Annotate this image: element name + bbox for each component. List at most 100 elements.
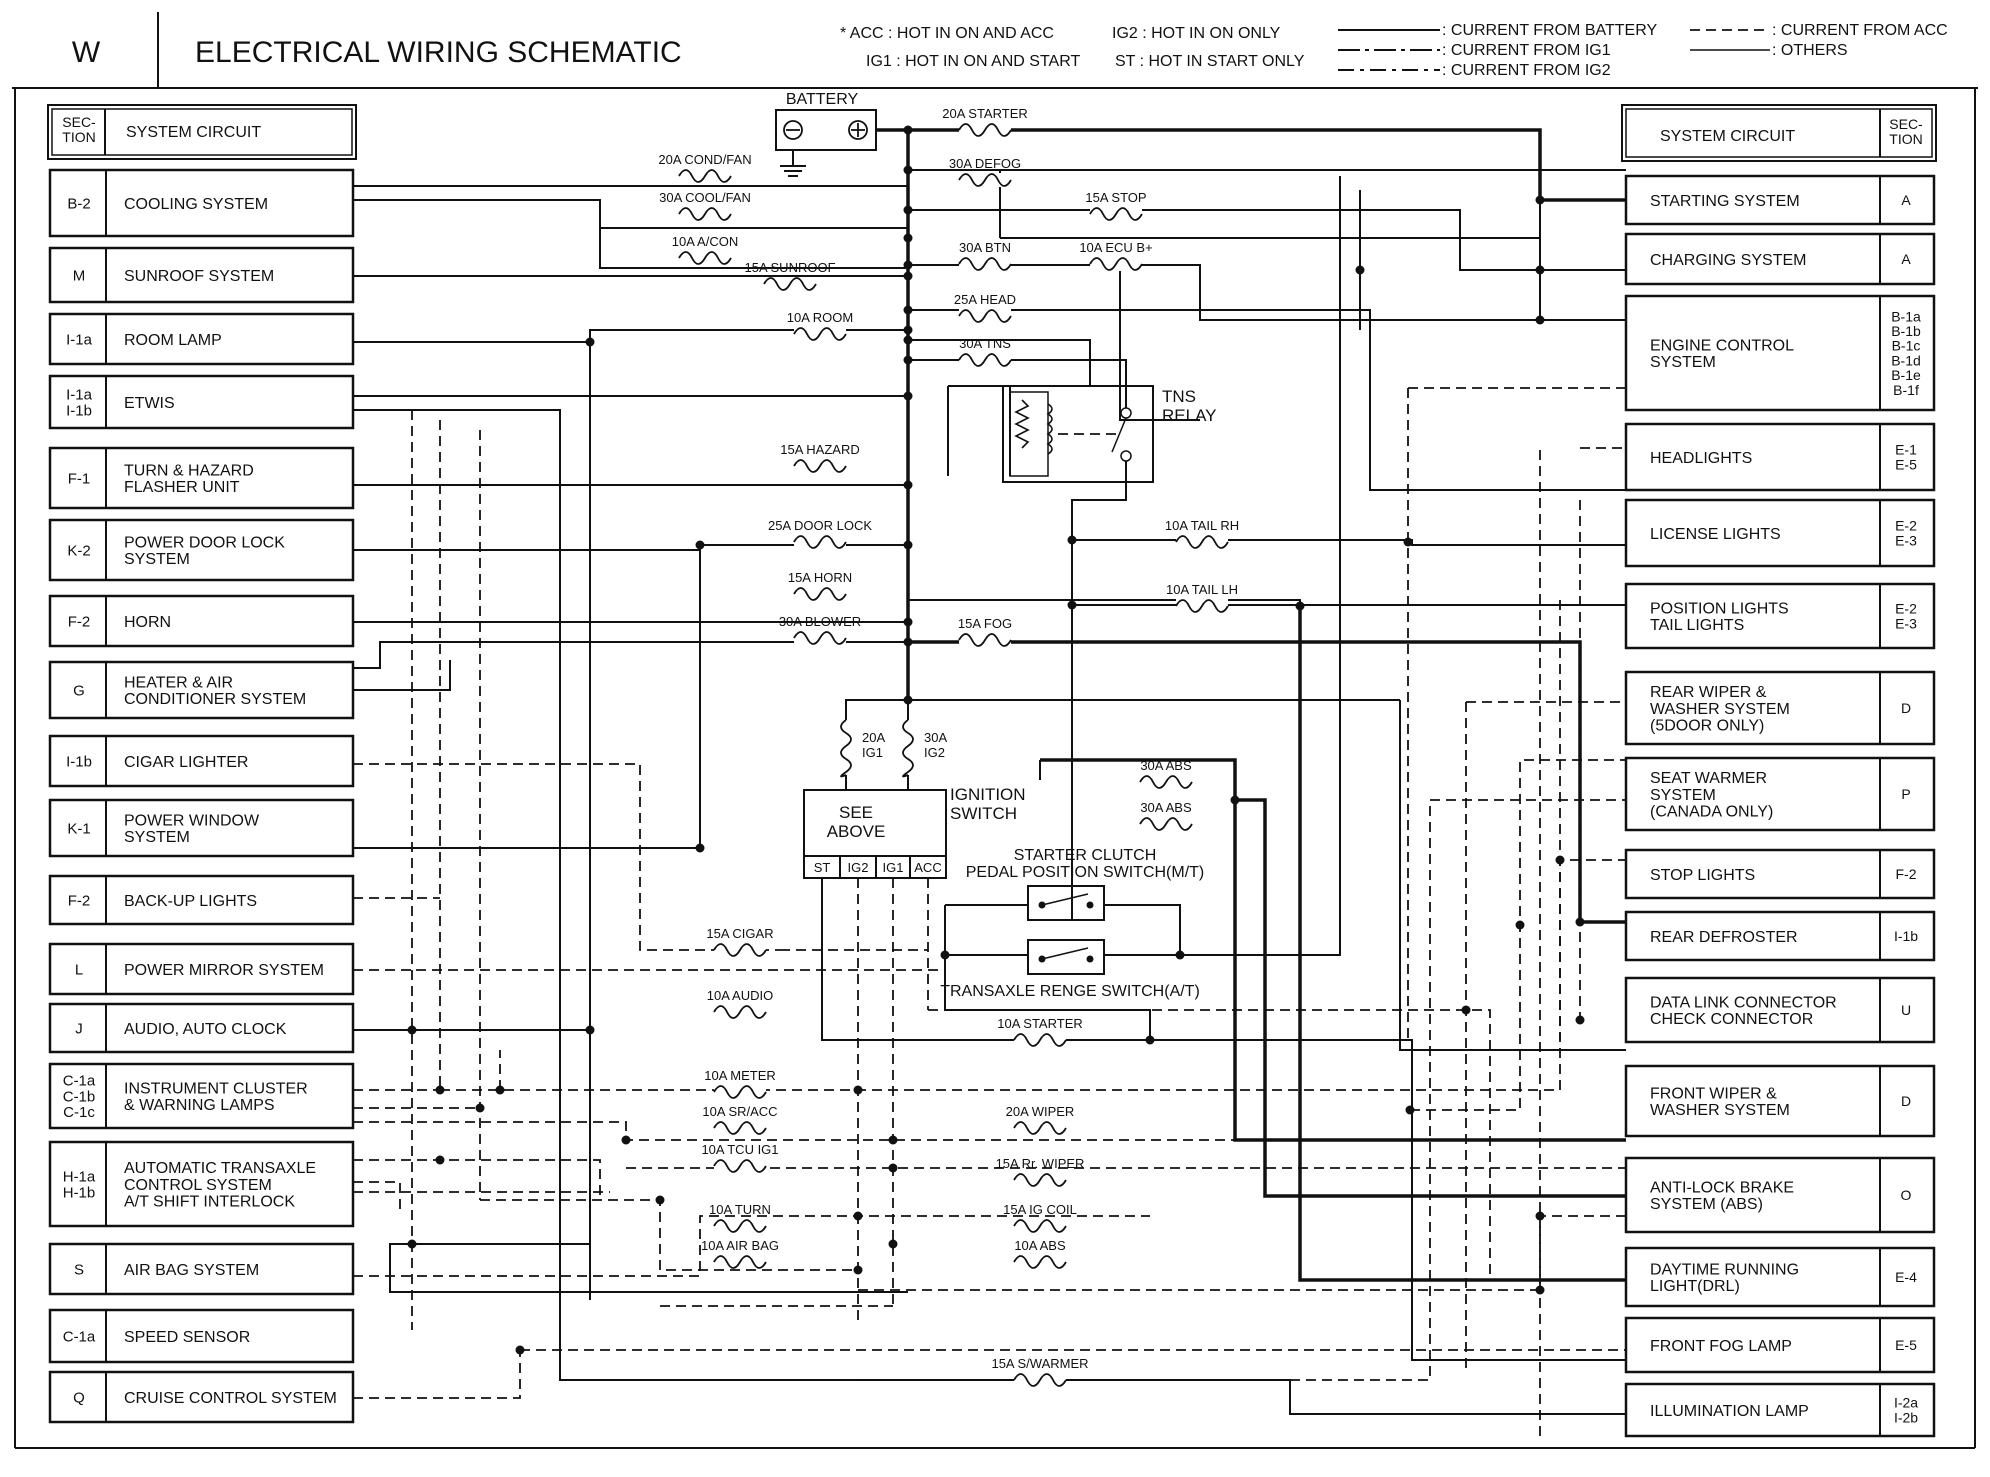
fuse-14: 10A TAIL RH — [1165, 518, 1239, 549]
junction-dot — [1175, 950, 1185, 960]
trs-contact-2 — [1086, 955, 1094, 963]
left-system-name: COOLING SYSTEM — [124, 196, 268, 213]
right-system-name: ILLUMINATION LAMP — [1650, 1403, 1809, 1420]
right-system-box — [1624, 582, 1936, 650]
wire — [353, 199, 908, 229]
fuse-icon — [1175, 599, 1229, 613]
fuse-label: 10A TURN — [709, 1202, 771, 1217]
fuse-icon — [1013, 1255, 1067, 1269]
terminal-ig1: IG1 — [883, 860, 904, 875]
legend-text-ig2: : CURRENT FROM IG2 — [1442, 62, 1611, 79]
fuse-23: 10A STARTER — [997, 1016, 1083, 1047]
junction-dot — [903, 355, 913, 365]
right-system-box — [1624, 1246, 1936, 1308]
junction-dot — [903, 335, 913, 345]
wire — [353, 1159, 601, 1196]
fuse-5: 10A A/CON — [672, 234, 738, 265]
junction-dot — [1067, 600, 1077, 610]
fuse-20: 30A ABS — [1139, 800, 1193, 831]
right-system-box — [1624, 910, 1936, 962]
right-system-name: FRONT WIPER &WASHER SYSTEM — [1650, 1085, 1790, 1119]
junction-dot — [940, 950, 950, 960]
fuse-26: 20A WIPER — [1006, 1104, 1074, 1135]
fuse-33: 15A S/WARMER — [991, 1356, 1089, 1387]
left-system-name: ETWIS — [124, 395, 175, 412]
junction-dot — [1403, 537, 1413, 547]
left-system-code: Q — [73, 1389, 85, 1406]
wire — [353, 1121, 1626, 1141]
fuse-label: 30A COOL/FAN — [659, 190, 751, 205]
right-system-name: STARTING SYSTEM — [1650, 193, 1800, 210]
left-system-box — [48, 246, 355, 304]
right-system-code: E-4 — [1895, 1269, 1917, 1285]
junction-dot — [1295, 601, 1305, 611]
left-system-code: B-2 — [67, 195, 90, 212]
wire — [599, 228, 908, 269]
left-system-code: I-1a — [66, 331, 93, 348]
junction-dot — [1535, 315, 1545, 325]
fuse-10: 10A ROOM — [787, 310, 853, 341]
fuse-29: 10A TURN — [709, 1202, 771, 1233]
junction-dot — [407, 1239, 417, 1249]
left-system-name: AIR BAG SYSTEM — [124, 1262, 259, 1279]
wire — [1119, 265, 1200, 421]
left-system-box — [48, 518, 355, 582]
fuse-icon — [1013, 1219, 1067, 1233]
fuse-30: 15A IG COIL — [1003, 1202, 1077, 1233]
fuse-15: 15A HORN — [788, 570, 852, 601]
fuse-label: 10A SR/ACC — [702, 1104, 777, 1119]
page-title: ELECTRICAL WIRING SCHEMATIC — [195, 36, 682, 69]
left-system-name: CRUISE CONTROL SYSTEM — [124, 1390, 337, 1407]
fuse-label: 15A FOG — [958, 616, 1012, 631]
fuse-icon — [1139, 775, 1193, 789]
wire — [353, 763, 780, 951]
wire — [928, 1009, 1491, 1280]
fuse-icon — [713, 1159, 767, 1173]
right-system-code: A — [1901, 251, 1911, 267]
right-system-box — [1624, 1064, 1936, 1138]
junction-dot — [888, 1135, 898, 1145]
junction-dot — [1230, 795, 1240, 805]
left-system-name: BACK-UP LIGHTS — [124, 893, 257, 910]
junction-dot — [1535, 1285, 1545, 1295]
fuse-label: 10A STARTER — [997, 1016, 1083, 1031]
left-system-17: Q CRUISE CONTROL SYSTEM — [48, 1370, 355, 1424]
legend-acc: * ACC : HOT IN ON AND ACC — [840, 25, 1054, 42]
legend-text-battery: : CURRENT FROM BATTERY — [1442, 22, 1657, 39]
fuse-18: 15A FOG — [958, 616, 1012, 647]
fuse-icon — [1089, 257, 1143, 271]
fuse-25: 10A SR/ACC — [702, 1104, 778, 1135]
fuse-9: 25A HEAD — [954, 292, 1016, 323]
left-system-code: F-1 — [68, 470, 91, 487]
right-system-code: D — [1901, 1093, 1911, 1109]
left-system-box — [48, 594, 355, 648]
left-header-inner — [51, 108, 353, 156]
wire — [845, 699, 908, 720]
fuse-label: 25A HEAD — [954, 292, 1016, 307]
left-header-section: SEC-TION — [62, 114, 96, 145]
junction-dot — [1575, 917, 1585, 927]
transaxle-label: TRANSAXLE RENGE SWITCH(A/T) — [940, 983, 1200, 1000]
tns-relay-arm — [1111, 417, 1127, 453]
